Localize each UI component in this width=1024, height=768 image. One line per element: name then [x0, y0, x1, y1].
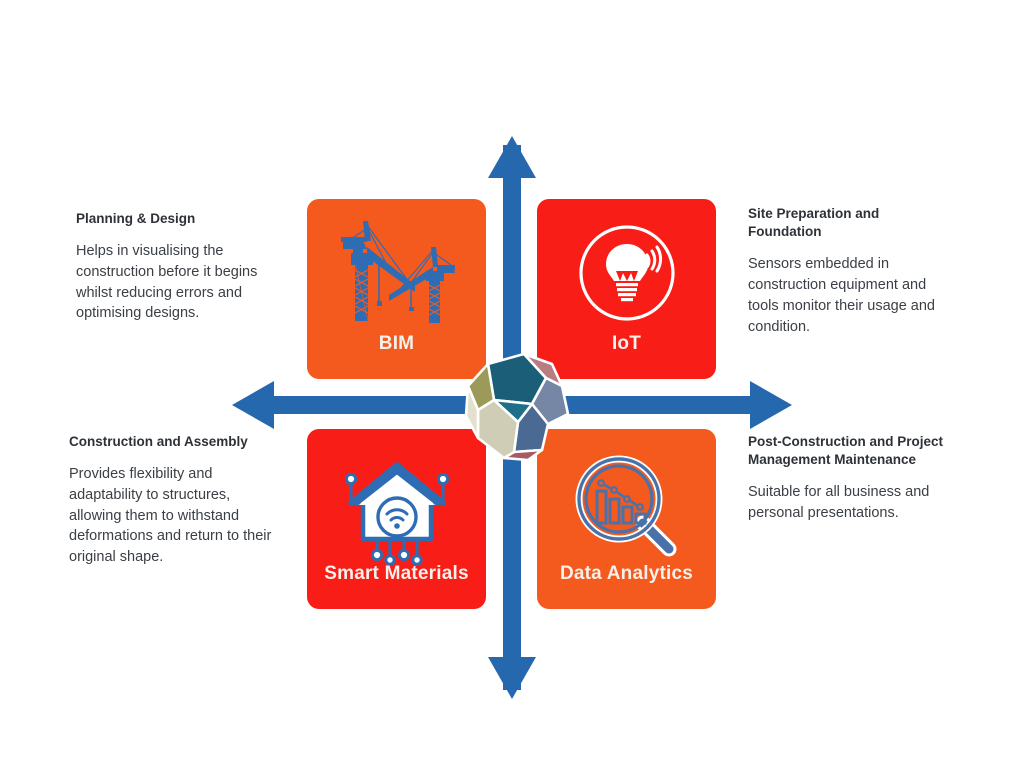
quadrant-bottom-left: Construction and Assembly Provides flexi… — [69, 433, 284, 568]
magnifier-bar-chart-icon — [575, 455, 676, 557]
quadrant-bottom-right-body: Suitable for all business and personal p… — [748, 484, 930, 522]
card-bim[interactable]: BIM — [307, 199, 486, 379]
dodecahedron-graphic — [464, 352, 570, 462]
card-iot[interactable]: IoT — [537, 199, 716, 379]
axis-arrow-right-icon — [750, 381, 792, 429]
quadrant-top-right: Site Preparation and Foundation Sensors … — [748, 205, 953, 337]
quadrant-bottom-left-title: Construction and Assembly — [69, 434, 248, 449]
card-data-analytics-label: Data Analytics — [559, 563, 694, 584]
face-far-left-light — [464, 384, 480, 440]
card-data-analytics[interactable]: Data Analytics — [537, 429, 716, 609]
axis-arrow-up-icon — [488, 136, 536, 178]
smart-home-wifi-circuit-icon — [344, 462, 449, 565]
tower-cranes-icon — [340, 221, 455, 323]
face-right-bluegrey — [530, 376, 570, 426]
lightbulb-wifi-circle-icon — [578, 225, 675, 321]
quadrant-top-left-title: Planning & Design — [76, 211, 196, 226]
quadrant-top-right-title: Site Preparation and Foundation — [748, 206, 880, 240]
axis-arrow-down-icon — [488, 657, 536, 699]
card-smart-materials-label: Smart Materials — [324, 563, 469, 584]
card-smart-materials[interactable]: Smart Materials — [307, 429, 486, 609]
card-iot-label: IoT — [611, 333, 642, 354]
iot-circle-outline — [578, 225, 675, 321]
quadrant-bottom-right: Post-Construction and Project Management… — [748, 433, 978, 524]
quadrant-bottom-right-title: Post-Construction and Project Management… — [748, 434, 944, 468]
quadrant-top-right-body: Sensors embedded in construction equipme… — [748, 256, 935, 335]
card-bim-label: BIM — [378, 333, 415, 354]
quadrant-bottom-left-body: Provides flexibility and adaptability to… — [69, 466, 272, 566]
face-inner-teal — [492, 398, 534, 424]
quadrant-top-left-body: Helps in visualising the construction be… — [76, 243, 258, 322]
axis-arrow-left-icon — [232, 381, 274, 429]
quadrant-top-left: Planning & Design Helps in visualising t… — [76, 210, 281, 324]
